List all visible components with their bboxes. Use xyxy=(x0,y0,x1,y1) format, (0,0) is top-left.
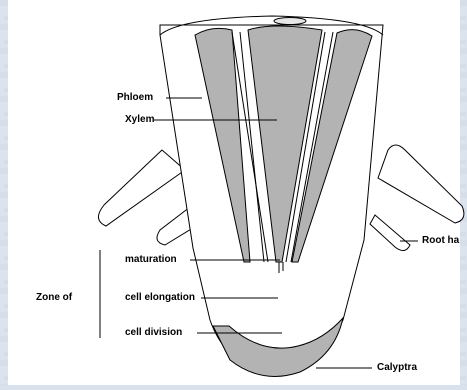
label-calyptra: Calyptra xyxy=(377,362,417,374)
label-cell-division: cell division xyxy=(125,327,182,339)
label-xylem: Xylem xyxy=(125,114,154,126)
label-root-hair: Root ha xyxy=(422,235,459,247)
label-phloem: Phloem xyxy=(117,92,153,104)
label-cell-elongation: cell elongation xyxy=(125,292,195,304)
label-zone-of: Zone of xyxy=(36,292,72,304)
label-maturation: maturation xyxy=(125,254,177,266)
top-central-pore xyxy=(274,18,306,25)
